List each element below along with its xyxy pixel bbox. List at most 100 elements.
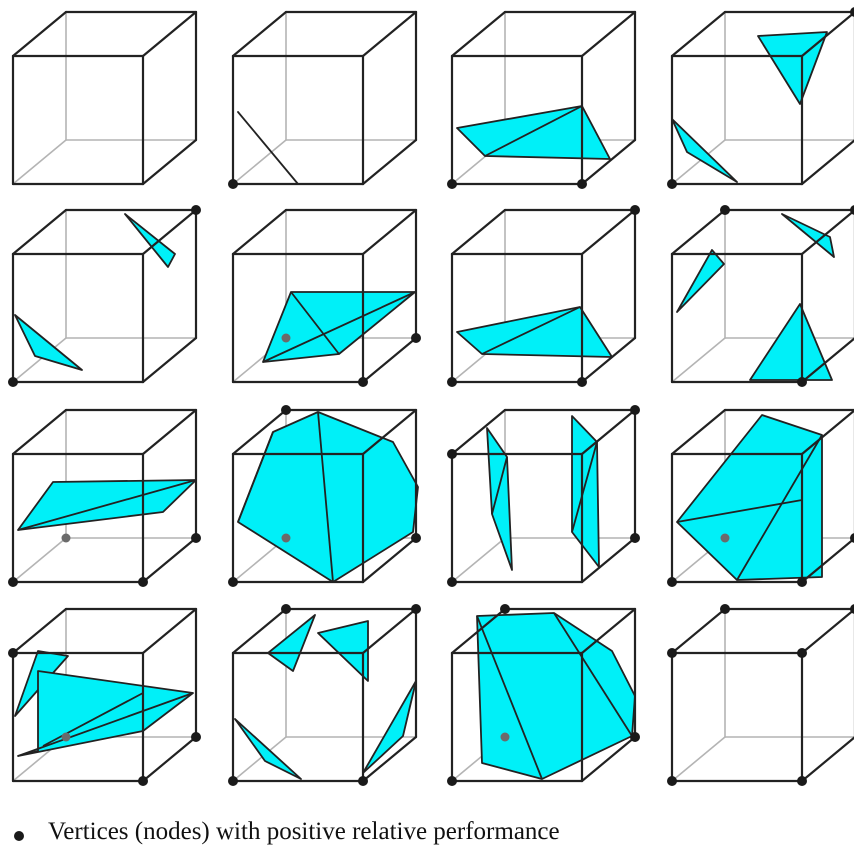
marching-cubes-diagram: [0, 0, 854, 800]
hidden-edge: [672, 338, 725, 382]
cube-case-9: [228, 405, 421, 587]
vertex-marker: [721, 534, 730, 543]
cube-edge: [363, 338, 416, 382]
vertex-marker: [8, 648, 18, 658]
surface-triangle: [677, 415, 822, 580]
cube-case-7: [672, 205, 854, 387]
surface-triangle: [477, 613, 635, 779]
cube-case-11: [667, 410, 854, 587]
vertex-marker: [447, 776, 457, 786]
cube-case-1: [228, 12, 416, 189]
surface-triangle: [457, 307, 612, 357]
vertex-marker: [630, 732, 640, 742]
legend: Vertices (nodes) with positive relative …: [14, 814, 560, 850]
cube-edge: [13, 609, 66, 653]
cube-edge: [233, 210, 286, 254]
vertex-marker: [577, 179, 587, 189]
cube-case-14: [447, 604, 640, 786]
cube-edge: [13, 410, 66, 454]
vertex-marker: [447, 377, 457, 387]
vertex-marker: [797, 648, 807, 658]
vertex-marker: [447, 179, 457, 189]
cube-edge: [13, 210, 66, 254]
cube-edge: [452, 12, 505, 56]
cube-edge: [143, 538, 196, 582]
cube-edge: [143, 410, 196, 454]
vertex-marker: [630, 533, 640, 543]
vertex-marker: [667, 776, 677, 786]
vertex-marker: [228, 179, 238, 189]
vertex-marker: [282, 534, 291, 543]
cube-case-0: [13, 12, 196, 184]
vertex-marker: [411, 533, 421, 543]
vertex-marker: [138, 776, 148, 786]
cube-edge: [582, 609, 635, 653]
vertex-marker: [630, 405, 640, 415]
vertex-marker: [228, 776, 238, 786]
cube-edge: [363, 609, 416, 653]
cube-edge: [452, 210, 505, 254]
cube-edge: [802, 737, 854, 781]
vertex-marker: [411, 333, 421, 343]
surface-triangle: [487, 428, 512, 570]
cube-case-13: [228, 604, 421, 786]
vertex-marker: [447, 449, 457, 459]
vertex-marker: [797, 577, 807, 587]
cube-edge: [143, 210, 196, 254]
surface-triangle: [125, 214, 175, 267]
surface-triangle: [238, 412, 418, 582]
cube-edge: [143, 12, 196, 56]
cube-edge: [143, 140, 196, 184]
hidden-edge: [452, 538, 505, 582]
cube-case-10: [447, 405, 640, 587]
cube-edge: [582, 210, 635, 254]
cube-edge: [582, 12, 635, 56]
cube-edge: [143, 609, 196, 653]
vertex-marker: [8, 377, 18, 387]
vertex-marker: [62, 534, 71, 543]
legend-text: Vertices (nodes) with positive relative …: [48, 818, 560, 846]
cube-case-3: [667, 7, 854, 189]
vertex-marker: [797, 776, 807, 786]
vertex-marker: [281, 604, 291, 614]
vertex-marker: [358, 377, 368, 387]
vertex-marker: [720, 205, 730, 215]
surface-triangle: [672, 119, 737, 182]
cube-case-2: [447, 12, 635, 189]
cube-edge: [672, 410, 725, 454]
surface-triangle: [782, 214, 834, 257]
vertex-marker: [281, 405, 291, 415]
surface-triangle: [677, 250, 724, 312]
vertex-marker: [191, 205, 201, 215]
surface-triangle: [457, 106, 610, 159]
vertex-marker: [667, 577, 677, 587]
cube-edge: [672, 12, 725, 56]
vertex-marker-icon: [14, 831, 24, 841]
vertex-marker: [667, 648, 677, 658]
surface-triangle: [15, 315, 82, 370]
cube-edge: [802, 609, 854, 653]
cube-edge: [582, 410, 635, 454]
vertex-marker: [282, 334, 291, 343]
cube-edge: [233, 12, 286, 56]
vertex-marker: [501, 733, 510, 742]
vertex-marker: [667, 179, 677, 189]
vertex-marker: [138, 577, 148, 587]
surface-triangle: [268, 615, 315, 671]
cube-edge: [143, 338, 196, 382]
vertex-marker: [228, 577, 238, 587]
vertex-marker: [358, 776, 368, 786]
hidden-edge: [672, 737, 725, 781]
vertex-marker: [411, 604, 421, 614]
vertex-marker: [191, 732, 201, 742]
vertex-marker: [577, 377, 587, 387]
vertex-marker: [62, 733, 71, 742]
vertex-marker: [797, 377, 807, 387]
cube-case-5: [233, 210, 421, 387]
hidden-edge: [13, 140, 66, 184]
cube-case-6: [447, 205, 640, 387]
vertex-marker: [447, 577, 457, 587]
cube-edge: [13, 12, 66, 56]
vertex-marker: [720, 604, 730, 614]
vertex-marker: [500, 604, 510, 614]
